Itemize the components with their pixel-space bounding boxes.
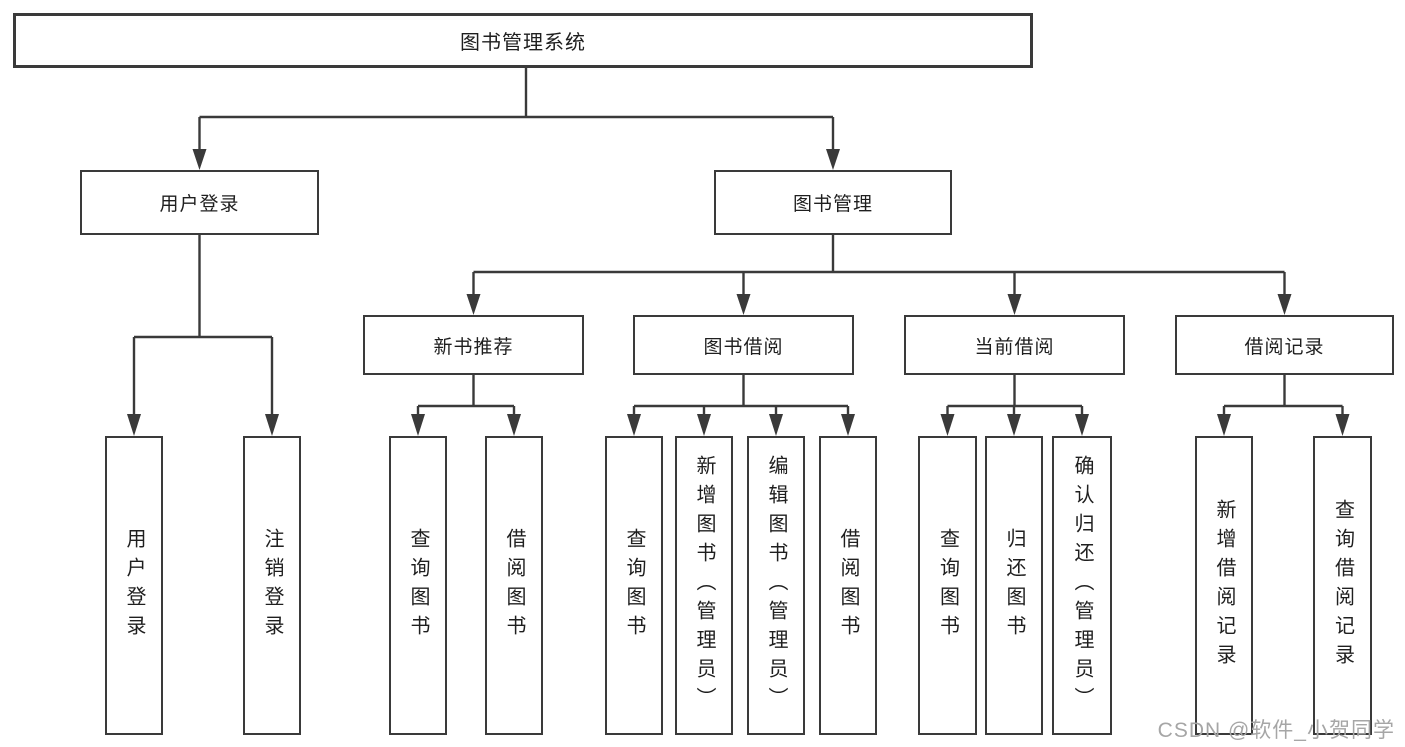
- leaf-add-borrow-record: 新增借阅记录: [1195, 436, 1253, 735]
- leaf-label: 编辑图书（管理员）: [765, 455, 787, 716]
- leaf-label: 归还图书: [1003, 527, 1025, 644]
- node-label: 新书推荐: [433, 336, 514, 358]
- leaf-label: 注销登录: [261, 527, 283, 644]
- leaf-logout: 注销登录: [243, 436, 301, 735]
- node-label: 当前借阅: [974, 336, 1055, 358]
- leaf-user-login: 用户登录: [105, 436, 163, 735]
- leaf-label: 查询图书: [407, 527, 429, 644]
- node-book-borrowing: 图书借阅: [633, 315, 854, 375]
- leaf-label: 确认归还（管理员）: [1071, 455, 1093, 716]
- node-new-book-recommendation: 新书推荐: [363, 315, 584, 375]
- leaf-query-books-recommend: 查询图书: [389, 436, 447, 735]
- leaf-label: 新增图书（管理员）: [693, 455, 715, 716]
- node-label: 图书管理系统: [460, 32, 586, 54]
- node-borrowing-records: 借阅记录: [1175, 315, 1394, 375]
- node-label: 图书借阅: [703, 336, 784, 358]
- leaf-query-books-current: 查询图书: [918, 436, 977, 735]
- leaf-label: 借阅图书: [837, 527, 859, 644]
- leaf-label: 查询图书: [623, 527, 645, 644]
- leaf-query-borrow-record: 查询借阅记录: [1313, 436, 1372, 735]
- node-current-borrowing: 当前借阅: [904, 315, 1125, 375]
- leaf-label: 新增借阅记录: [1213, 498, 1235, 673]
- node-book-management: 图书管理: [714, 170, 952, 235]
- leaf-query-books-borrow: 查询图书: [605, 436, 663, 735]
- leaf-add-books-admin: 新增图书（管理员）: [675, 436, 733, 735]
- leaf-label: 用户登录: [123, 527, 145, 644]
- node-library-management-system: 图书管理系统: [13, 13, 1033, 68]
- leaf-label: 查询借阅记录: [1331, 498, 1354, 673]
- leaf-return-books: 归还图书: [985, 436, 1043, 735]
- leaf-borrow-books: 借阅图书: [819, 436, 877, 735]
- node-user-login: 用户登录: [80, 170, 319, 235]
- watermark-text: CSDN @软件_小贺同学: [1157, 719, 1395, 742]
- leaf-edit-books-admin: 编辑图书（管理员）: [747, 436, 805, 735]
- leaf-borrow-books-recommend: 借阅图书: [485, 436, 543, 735]
- leaf-confirm-return-admin: 确认归还（管理员）: [1052, 436, 1112, 735]
- leaf-label: 查询图书: [936, 527, 959, 644]
- leaf-label: 借阅图书: [503, 527, 525, 644]
- node-label: 图书管理: [792, 194, 873, 215]
- node-label: 用户登录: [159, 194, 240, 215]
- node-label: 借阅记录: [1244, 336, 1325, 358]
